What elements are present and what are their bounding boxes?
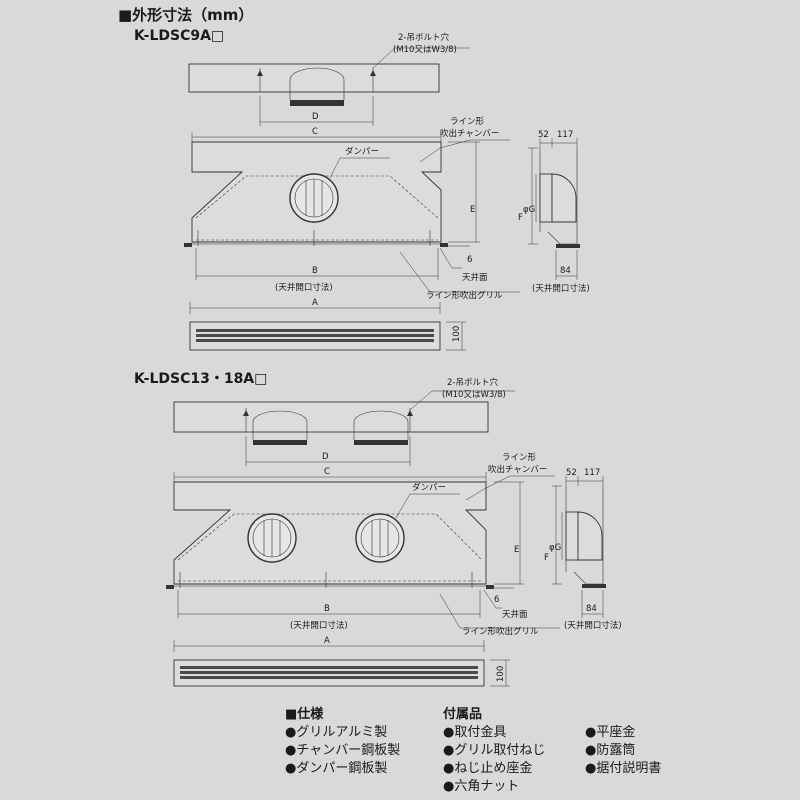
bolt-spec-label-1: (M10又はW3/8) bbox=[393, 45, 457, 55]
page-title: ■外形寸法（mm） bbox=[118, 6, 253, 24]
dim-phiG-1: φG bbox=[523, 205, 535, 215]
line-type-label-2: ライン形 bbox=[502, 453, 537, 463]
dim-E-2: E bbox=[514, 545, 519, 555]
model2-side-collar bbox=[565, 511, 579, 561]
dim-52-2: 52 bbox=[566, 468, 577, 478]
bolt-spec-label-2: (M10又はW3/8) bbox=[442, 390, 506, 400]
accessory-item: ●据付説明書 bbox=[585, 761, 662, 776]
line-type-label-1: ライン形 bbox=[450, 117, 485, 127]
model1-top-view: D 2-吊ボルト穴 (M10又はW3/8) bbox=[188, 32, 470, 126]
dim-D-2: D bbox=[322, 452, 329, 462]
dim-B-1: B bbox=[312, 266, 318, 276]
model1-grille-view: A 100 bbox=[189, 298, 466, 351]
model2-top-view: D 2-吊ボルト穴 (M10又はW3/8) bbox=[173, 377, 515, 466]
grille-label-1: ライン形吹出グリル bbox=[426, 290, 503, 301]
spec-title: ■仕様 bbox=[285, 707, 324, 722]
model2-front-view: C H ダンパー ライン形 吹出チャンバー E 6 天 bbox=[166, 453, 560, 637]
side-opening-label-2: (天井開口寸法) bbox=[564, 620, 622, 631]
model1-top-body bbox=[188, 63, 440, 93]
accessory-item: ●六角ナット bbox=[443, 779, 520, 794]
accessory-list-2: ●平座金 ●防露筒 ●据付説明書 bbox=[585, 706, 715, 778]
bolt-hole-label-2: 2-吊ボルト穴 bbox=[447, 377, 498, 388]
side-opening-label-1: (天井開口寸法) bbox=[532, 283, 590, 294]
dim-84-2: 84 bbox=[586, 604, 597, 614]
model2-top-body bbox=[173, 401, 489, 433]
damper-label-1: ダンパー bbox=[345, 146, 379, 157]
dim-117-1: 117 bbox=[557, 130, 573, 140]
accessory-item: ●平座金 bbox=[585, 725, 636, 740]
spec-item: ●チャンバー鋼板製 bbox=[285, 743, 401, 758]
accessory-list: 付属品 ●取付金具 ●グリル取付ねじ ●ねじ止め座金 ●六角ナット bbox=[443, 706, 583, 796]
accessory-title: 付属品 bbox=[443, 707, 483, 722]
model2-top-duct-left bbox=[252, 410, 308, 432]
spec-item: ●ダンパー鋼板製 bbox=[285, 761, 388, 776]
dim-A-1: A bbox=[312, 298, 318, 308]
accessory-item: ●防露筒 bbox=[585, 743, 636, 758]
dim-100-2: 100 bbox=[496, 666, 506, 682]
dim-84-1: 84 bbox=[560, 266, 571, 276]
model1-front-view: C ダンパー ライン形 吹出チャンバー E 6 天井面 B (天井開口寸法) bbox=[184, 117, 520, 301]
dim-F-1: F bbox=[518, 213, 523, 223]
model1-side-view: 52 117 F φG 84 (天井開口寸法) bbox=[518, 130, 590, 294]
dim-117-2: 117 bbox=[584, 468, 600, 478]
damper-label-2: ダンパー bbox=[412, 482, 446, 493]
spec-item: ●グリルアルミ製 bbox=[285, 725, 388, 740]
grille-label-2: ライン形吹出グリル bbox=[462, 626, 539, 637]
opening-label-1: (天井開口寸法) bbox=[275, 282, 333, 293]
ceiling-label-1: 天井面 bbox=[462, 272, 488, 283]
model-name-2: K-LDSC13・18A□ bbox=[134, 371, 267, 387]
dim-52-1: 52 bbox=[538, 130, 549, 140]
chamber-label-1: 吹出チャンバー bbox=[440, 128, 499, 139]
dim-A-2: A bbox=[324, 636, 330, 646]
bolt-hole-label-1: 2-吊ボルト穴 bbox=[398, 32, 449, 43]
dim-D-1: D bbox=[312, 112, 319, 122]
accessory-item: ●取付金具 bbox=[443, 725, 507, 740]
accessory-item: ●ねじ止め座金 bbox=[443, 761, 533, 776]
model1-side-collar bbox=[539, 173, 553, 223]
dim-F-2: F bbox=[544, 553, 549, 563]
model2-top-duct-right bbox=[353, 410, 409, 432]
dim-C-2: C bbox=[324, 467, 330, 477]
dim-E-1: E bbox=[470, 205, 475, 215]
model1-top-duct bbox=[289, 67, 345, 92]
spec-list: ■仕様 ●グリルアルミ製 ●チャンバー鋼板製 ●ダンパー鋼板製 bbox=[285, 706, 435, 778]
dim-100-1: 100 bbox=[452, 326, 462, 342]
dim-B-2: B bbox=[324, 604, 330, 614]
opening-label-2: (天井開口寸法) bbox=[290, 620, 348, 631]
dim-6-2: 6 bbox=[494, 595, 499, 605]
model-name-1: K-LDSC9A□ bbox=[134, 28, 224, 44]
ceiling-label-2: 天井面 bbox=[502, 609, 528, 620]
model2-side-view: 52 117 F φG 84 (天井開口寸法) bbox=[544, 468, 622, 631]
dim-C-1: C bbox=[312, 127, 318, 137]
dim-phiG-2: φG bbox=[549, 543, 561, 553]
model2-chamber bbox=[173, 481, 487, 585]
dim-6-1: 6 bbox=[467, 255, 472, 265]
chamber-label-2: 吹出チャンバー bbox=[488, 464, 547, 475]
accessory-item: ●グリル取付ねじ bbox=[443, 743, 546, 758]
model2-grille-view: A 100 bbox=[173, 636, 510, 687]
